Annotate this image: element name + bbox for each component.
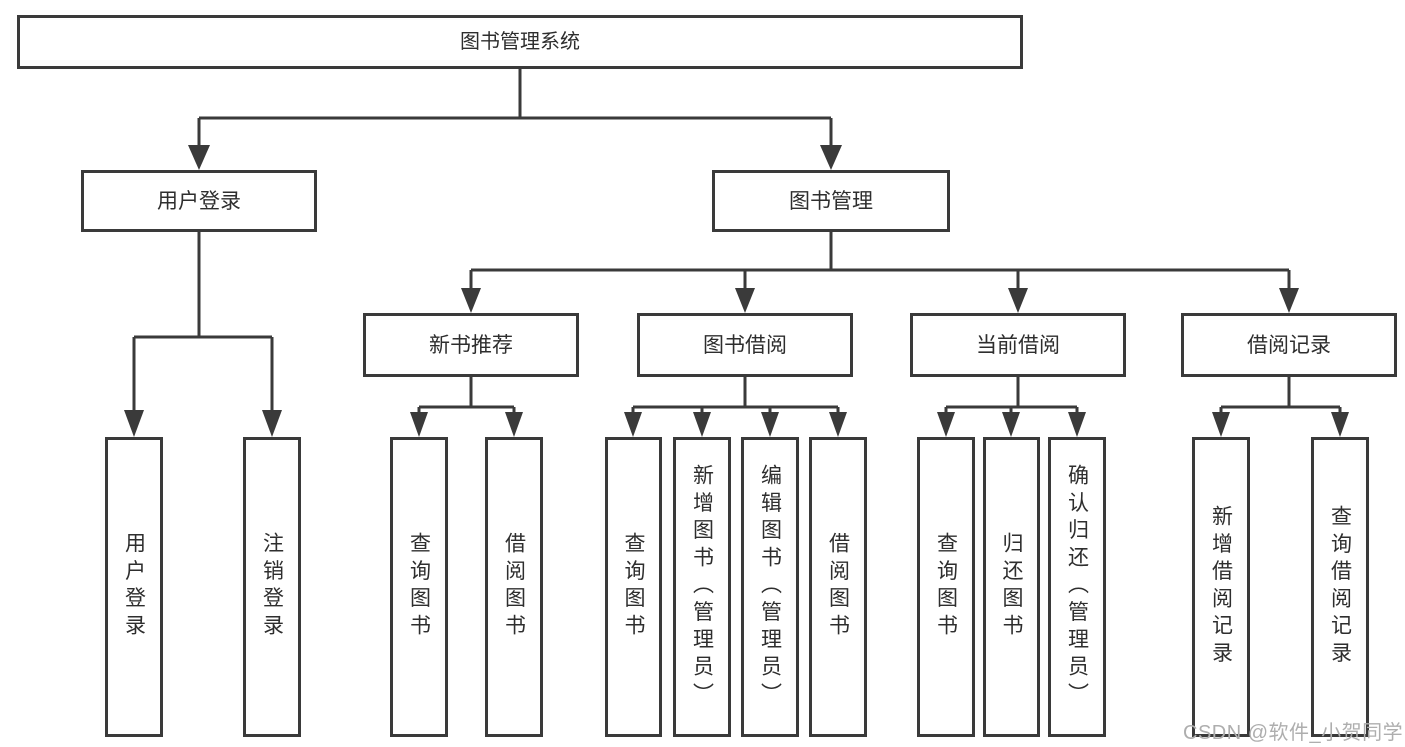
leaf-user-login: 用户登录	[105, 437, 163, 737]
leaf-label: 新增图书（管理员）	[690, 464, 714, 710]
arrow-down-icon	[735, 288, 755, 313]
arrow-down-icon	[1279, 288, 1299, 313]
connector-current-to-leaves	[944, 377, 1079, 413]
watermark: CSDN @软件_小贺同学	[1183, 722, 1404, 744]
node-user-login-branch: 用户登录	[81, 170, 317, 232]
leaf-logout: 注销登录	[243, 437, 301, 737]
leaf-add-book-admin: 新增图书（管理员）	[673, 437, 731, 737]
arrow-down-icon	[820, 145, 842, 170]
leaf-return-book: 归还图书	[983, 437, 1040, 737]
arrow-down-icon	[829, 412, 847, 437]
node-new-book-recommend: 新书推荐	[363, 313, 579, 377]
arrow-down-icon	[1068, 412, 1086, 437]
node-book-management-branch: 图书管理	[712, 170, 950, 232]
leaf-edit-book-admin: 编辑图书（管理员）	[741, 437, 799, 737]
connector-records-to-leaves	[1219, 377, 1342, 413]
node-label: 图书管理系统	[460, 31, 580, 53]
arrow-down-icon	[505, 412, 523, 437]
arrow-down-icon	[1212, 412, 1230, 437]
leaf-borrow-books-2: 借阅图书	[809, 437, 867, 737]
connector-newrec-to-leaves	[417, 377, 516, 413]
leaf-label: 借阅图书	[826, 532, 850, 642]
leaf-label: 查询图书	[407, 532, 431, 642]
leaf-label: 确认归还（管理员）	[1065, 464, 1089, 710]
node-book-borrowing: 图书借阅	[637, 313, 853, 377]
leaf-query-borrow-record: 查询借阅记录	[1311, 437, 1369, 737]
arrow-down-icon	[461, 288, 481, 313]
leaf-label: 归还图书	[1000, 532, 1023, 642]
leaf-label: 查询图书	[622, 532, 645, 642]
node-label: 当前借阅	[976, 333, 1060, 357]
arrow-down-icon	[124, 410, 144, 437]
arrow-down-icon	[1008, 288, 1028, 313]
node-label: 借阅记录	[1247, 333, 1331, 357]
leaf-query-books-2: 查询图书	[605, 437, 662, 737]
arrow-down-icon	[937, 412, 955, 437]
node-borrow-records: 借阅记录	[1181, 313, 1397, 377]
leaf-label: 查询图书	[934, 532, 958, 642]
leaf-query-books: 查询图书	[390, 437, 448, 737]
leaf-label: 借阅图书	[502, 532, 526, 642]
leaf-label: 注销登录	[260, 532, 284, 642]
leaf-confirm-return-admin: 确认归还（管理员）	[1048, 437, 1106, 737]
leaf-label: 用户登录	[122, 532, 146, 642]
arrow-down-icon	[624, 412, 642, 437]
leaf-label: 新增借阅记录	[1209, 505, 1233, 669]
arrow-down-icon	[693, 412, 711, 437]
connector-book-to-modules	[469, 232, 1291, 289]
connector-user-to-leaves	[132, 232, 274, 411]
leaf-add-borrow-record: 新增借阅记录	[1192, 437, 1250, 737]
arrow-down-icon	[761, 412, 779, 437]
arrow-down-icon	[1002, 412, 1020, 437]
node-label: 新书推荐	[429, 333, 513, 357]
arrow-down-icon	[410, 412, 428, 437]
arrow-down-icon	[1331, 412, 1349, 437]
leaf-query-books-3: 查询图书	[917, 437, 975, 737]
connector-root-to-level2	[197, 69, 833, 146]
node-label: 用户登录	[157, 189, 241, 213]
arrow-down-icon	[188, 145, 210, 170]
leaf-label: 编辑图书（管理员）	[758, 464, 782, 710]
arrow-down-icon	[262, 410, 282, 437]
node-root-system: 图书管理系统	[17, 15, 1023, 69]
node-label: 图书管理	[789, 189, 873, 213]
connector-borrow-to-leaves	[631, 377, 840, 413]
leaf-label: 查询借阅记录	[1328, 505, 1352, 669]
leaf-borrow-books: 借阅图书	[485, 437, 543, 737]
node-label: 图书借阅	[703, 333, 787, 357]
node-current-borrowing: 当前借阅	[910, 313, 1126, 377]
